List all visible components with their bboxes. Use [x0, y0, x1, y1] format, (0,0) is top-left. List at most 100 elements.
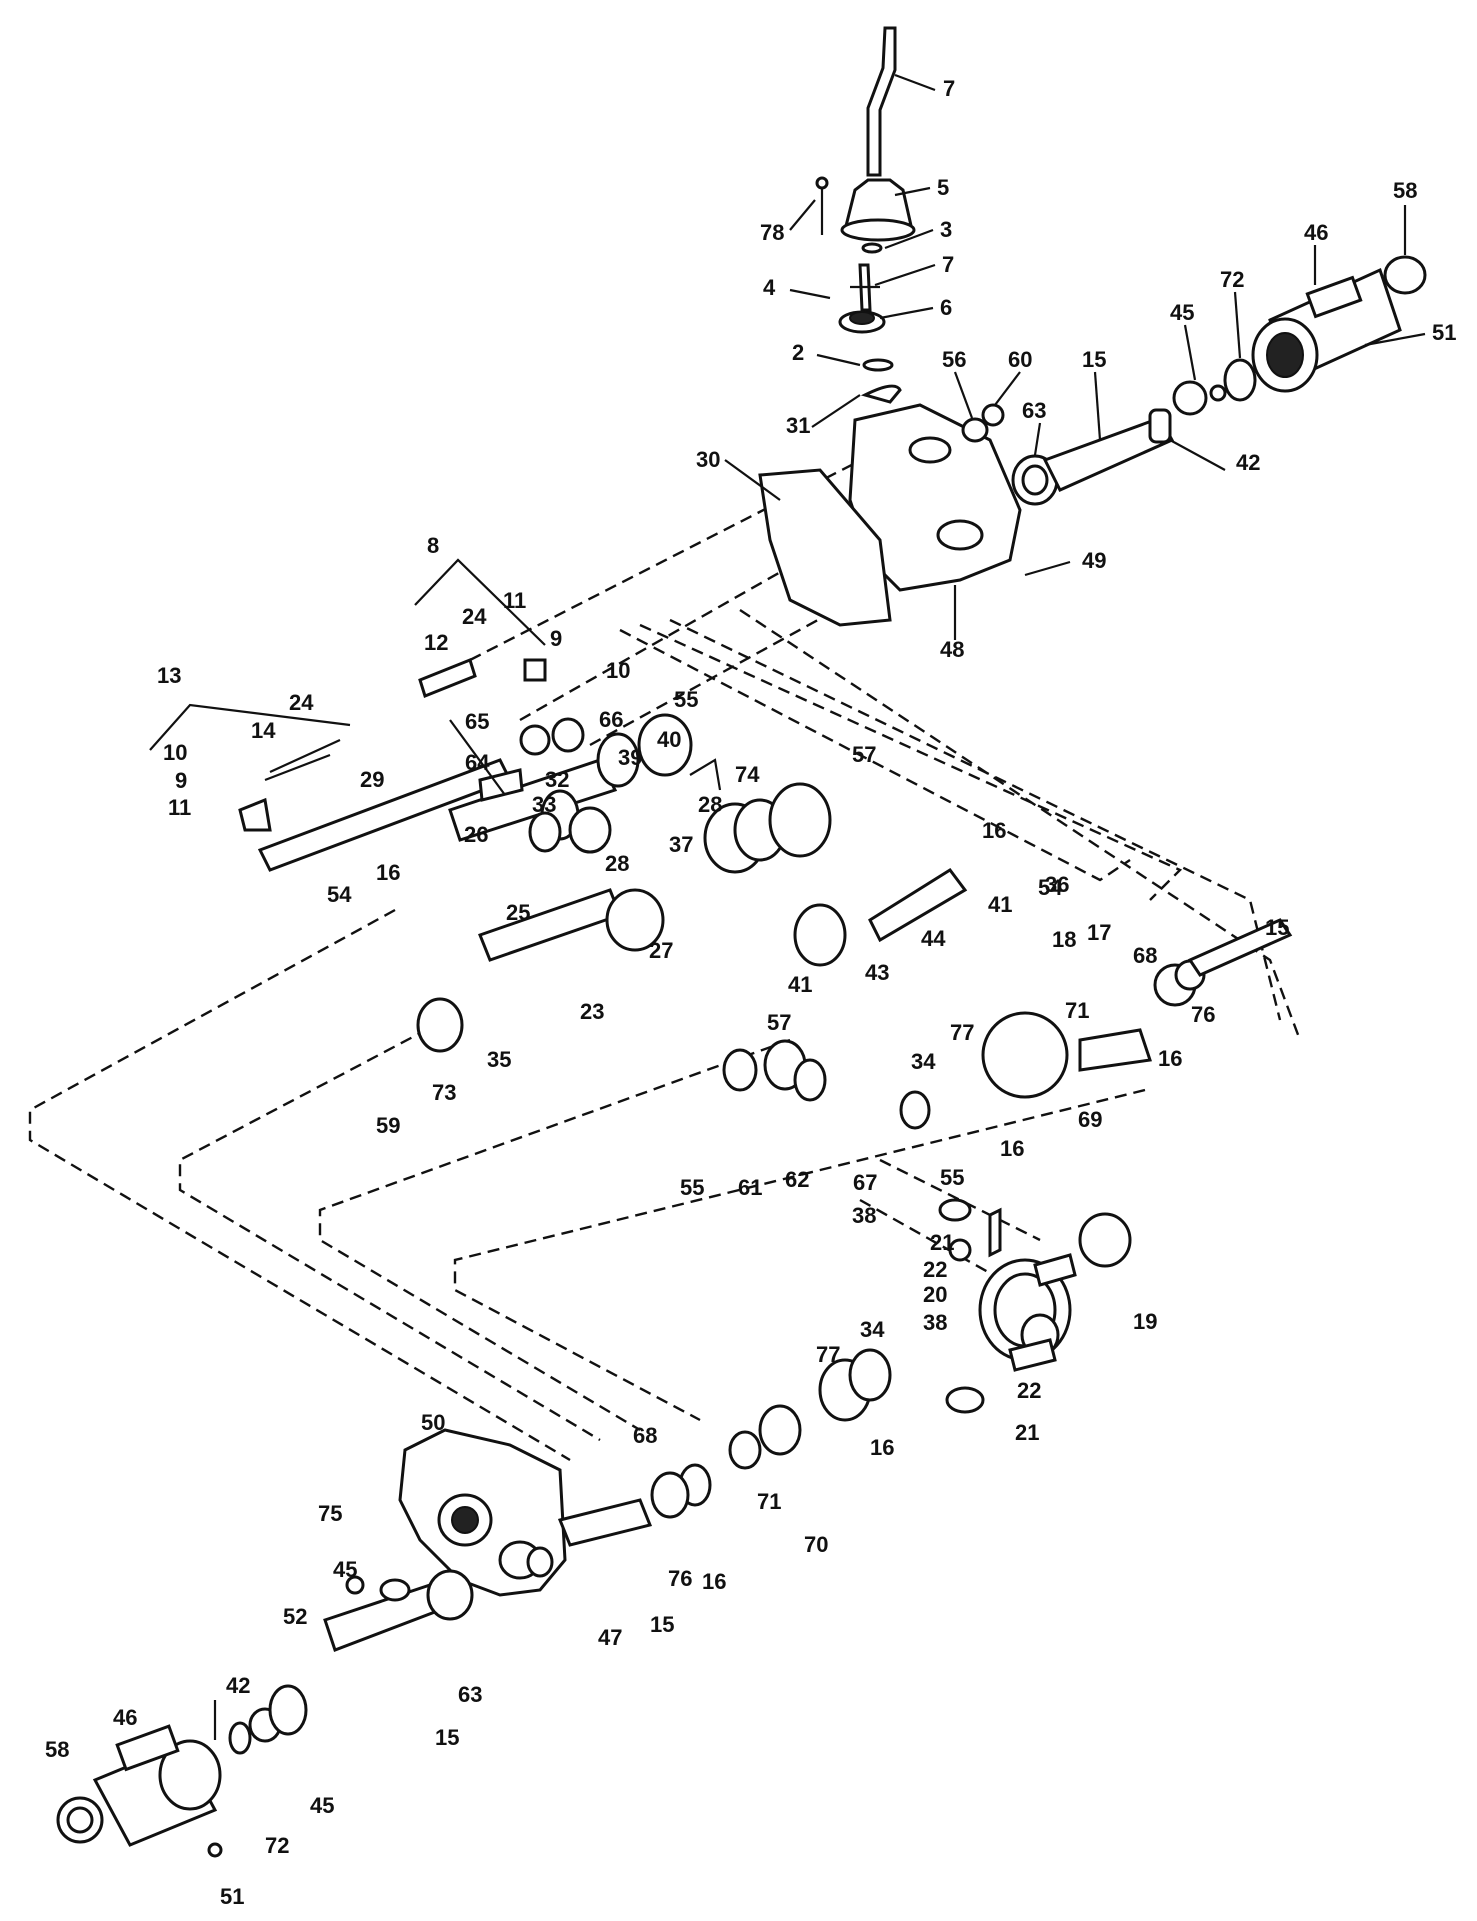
callout: 46	[113, 1705, 137, 1730]
grouping-braces	[149, 439, 1226, 1740]
callout: 57	[767, 1010, 791, 1035]
callout: 55	[674, 687, 698, 712]
callout: 6	[940, 295, 952, 320]
callout: 26	[464, 822, 488, 847]
callout: 69	[1078, 1107, 1102, 1132]
leader-lines	[724, 73, 1426, 640]
callout: 11	[503, 588, 526, 613]
callout: 54	[1038, 875, 1063, 900]
callout: 28	[698, 792, 722, 817]
callout: 13	[157, 663, 181, 688]
callout: 24	[289, 690, 314, 715]
callout: 21	[930, 1230, 954, 1255]
callout: 35	[487, 1047, 511, 1072]
callout-labels: 7 5 78 3 4 7 6 2 31 30 58 46 72 45 51 56…	[45, 76, 1456, 1909]
callout: 39	[618, 745, 642, 770]
callout: 15	[650, 1612, 674, 1637]
callout: 74	[735, 762, 760, 787]
callout: 64	[465, 750, 490, 775]
callout: 22	[1017, 1378, 1041, 1403]
main-housing-right	[758, 403, 1175, 627]
callout: 14	[251, 718, 276, 743]
callout: 71	[757, 1489, 781, 1514]
callout: 55	[940, 1165, 964, 1190]
callout: 27	[649, 938, 673, 963]
callout: 9	[550, 626, 562, 651]
callout: 56	[942, 347, 966, 372]
callout: 40	[657, 727, 681, 752]
callout: 57	[852, 742, 876, 767]
callout: 34	[860, 1317, 885, 1342]
callout: 47	[598, 1625, 622, 1650]
callout: 68	[633, 1423, 657, 1448]
callout: 15	[435, 1725, 459, 1750]
callout: 18	[1052, 927, 1076, 952]
callout: 8	[427, 533, 439, 558]
callout: 72	[1220, 267, 1244, 292]
callout: 9	[175, 768, 187, 793]
callout: 38	[923, 1310, 947, 1335]
callout: 10	[606, 658, 630, 683]
callout: 12	[424, 630, 448, 655]
callout: 19	[1133, 1309, 1157, 1334]
callout: 73	[432, 1080, 456, 1105]
left-axle-housing	[56, 1684, 308, 1858]
callout: 22	[923, 1257, 947, 1282]
callout: 10	[163, 740, 187, 765]
callout: 34	[911, 1049, 936, 1074]
callout: 29	[360, 767, 384, 792]
callout: 44	[921, 926, 946, 951]
lower-housing-left	[323, 1428, 653, 1652]
callout: 72	[265, 1833, 289, 1858]
callout: 24	[462, 604, 487, 629]
callout: 38	[852, 1203, 876, 1228]
differential-assembly	[650, 1198, 1132, 1519]
callout: 61	[738, 1175, 762, 1200]
callout: 58	[45, 1737, 69, 1762]
callout: 28	[605, 851, 629, 876]
callout: 3	[940, 217, 952, 242]
callout: 41	[788, 972, 812, 997]
callout: 54	[327, 882, 352, 907]
callout: 50	[421, 1410, 445, 1435]
callout: 43	[865, 960, 889, 985]
callout: 76	[668, 1566, 692, 1591]
callout: 78	[760, 220, 784, 245]
callout: 16	[376, 860, 400, 885]
callout: 25	[506, 900, 530, 925]
callout: 52	[283, 1604, 307, 1629]
callout: 16	[1000, 1136, 1024, 1161]
callout: 65	[465, 709, 489, 734]
callout: 62	[785, 1167, 809, 1192]
right-axle-housing	[961, 255, 1427, 443]
gear-train	[257, 713, 1293, 1130]
callout: 31	[786, 413, 810, 438]
callout: 58	[1393, 178, 1417, 203]
callout: 66	[599, 707, 623, 732]
callout: 37	[669, 832, 693, 857]
callout: 16	[982, 818, 1006, 843]
callout: 55	[680, 1175, 704, 1200]
callout: 60	[1008, 347, 1032, 372]
callout: 7	[943, 76, 955, 101]
callout: 77	[816, 1342, 840, 1367]
callout: 41	[988, 892, 1012, 917]
shift-fork-assembly	[238, 658, 585, 832]
callout: 15	[1082, 347, 1106, 372]
callout: 16	[702, 1569, 726, 1594]
callout: 70	[804, 1532, 828, 1557]
callout: 68	[1133, 943, 1157, 968]
callout: 7	[942, 252, 954, 277]
callout: 63	[1022, 398, 1046, 423]
callout: 23	[580, 999, 604, 1024]
callout: 36	[1045, 872, 1069, 897]
callout: 76	[1191, 1002, 1215, 1027]
callout: 46	[1304, 220, 1328, 245]
callout: 11	[168, 795, 191, 820]
callout: 17	[1087, 920, 1111, 945]
callout: 75	[318, 1501, 342, 1526]
callout: 63	[458, 1682, 482, 1707]
callout: 45	[1170, 300, 1194, 325]
dashed-assembly-lines	[28, 428, 1302, 1462]
